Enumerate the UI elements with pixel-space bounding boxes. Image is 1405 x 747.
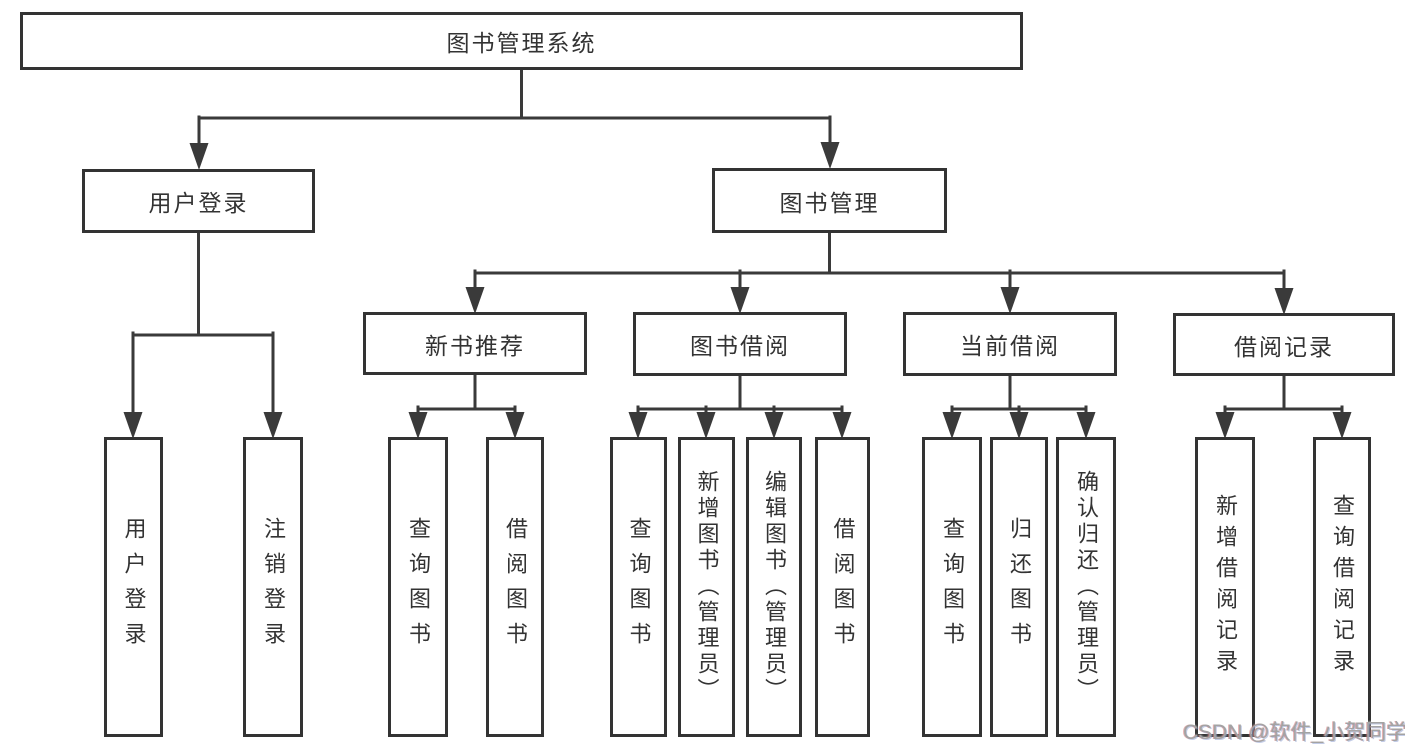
arrowheads [123,142,1352,439]
node-label: 新书推荐 [425,332,525,359]
node-label: 借阅图书 [830,517,856,657]
connector-current-borrow [950,374,1088,416]
node-label: 查询图书 [940,517,965,657]
arrow-down-icon [1009,412,1029,439]
arrow-down-icon [764,412,784,439]
arrow-down-icon [505,412,525,439]
node-label: 用户登录 [121,517,147,657]
leaf-logout: 注销登录 [243,437,303,737]
node-label: 注销登录 [261,517,286,657]
arrow-down-icon [1215,412,1235,439]
node-label: 新增图书（管理员） [694,470,720,704]
node-label: 图书管理系统 [446,30,597,56]
node-user-login: 用户登录 [82,169,315,233]
node-label: 确认归还（管理员） [1074,470,1099,704]
leaf-borrow-books-recommend: 借阅图书 [486,437,544,737]
connector-root [197,66,832,146]
connector-book-borrow [636,374,844,416]
arrow-down-icon [263,412,283,439]
node-label: 新增借阅记录 [1213,494,1238,680]
connector-user-login [131,231,275,415]
node-label: 当前借阅 [960,333,1060,359]
watermark: CSDN @软件_小贺同学 [1183,721,1405,744]
leaf-query-books-current: 查询图书 [922,437,982,737]
node-current-borrow: 当前借阅 [903,312,1117,376]
leaf-query-borrow-record: 查询借阅记录 [1313,437,1371,737]
arrow-down-icon [832,412,852,439]
leaf-add-borrow-record: 新增借阅记录 [1195,437,1255,737]
arrow-down-icon [820,142,840,169]
node-label: 查询图书 [626,517,652,657]
node-label: 图书管理 [779,189,880,216]
node-label: 归还图书 [1007,517,1032,657]
connector-new-book-recommend [416,373,517,416]
connector-borrow-records [1223,374,1344,416]
arrow-down-icon [1332,412,1352,439]
leaf-query-books-recommend: 查询图书 [388,437,448,737]
leaf-borrow-books: 借阅图书 [815,437,870,737]
connector-book-management [473,231,1286,292]
leaf-return-books: 归还图书 [990,437,1048,737]
node-borrow-records: 借阅记录 [1173,313,1395,376]
arrow-down-icon [465,287,485,314]
node-label: 借阅图书 [503,517,528,657]
leaf-confirm-return-admin: 确认归还（管理员） [1056,437,1116,737]
arrow-down-icon [696,412,716,439]
arrow-down-icon [1000,287,1020,314]
arrow-down-icon [628,412,648,439]
node-new-book-recommend: 新书推荐 [363,312,587,375]
arrow-down-icon [942,412,962,439]
arrow-down-icon [730,287,750,314]
node-label: 查询借阅记录 [1330,494,1355,680]
node-root: 图书管理系统 [20,12,1023,70]
leaf-edit-books-admin: 编辑图书（管理员） [746,437,802,737]
leaf-user-login: 用户登录 [104,437,163,737]
arrow-down-icon [408,412,428,439]
node-label: 用户登录 [148,190,249,216]
node-book-management: 图书管理 [712,168,947,233]
leaf-query-books-borrow: 查询图书 [610,437,667,737]
node-label: 借阅记录 [1234,333,1334,360]
arrow-down-icon [123,412,143,439]
arrow-down-icon [189,143,209,170]
node-label: 查询图书 [406,517,431,657]
leaf-add-books-admin: 新增图书（管理员） [678,437,735,737]
arrow-down-icon [1274,288,1294,315]
node-book-borrow: 图书借阅 [633,312,847,376]
arrow-down-icon [1076,412,1096,439]
node-label: 编辑图书（管理员） [762,470,787,704]
node-label: 图书借阅 [690,333,790,359]
